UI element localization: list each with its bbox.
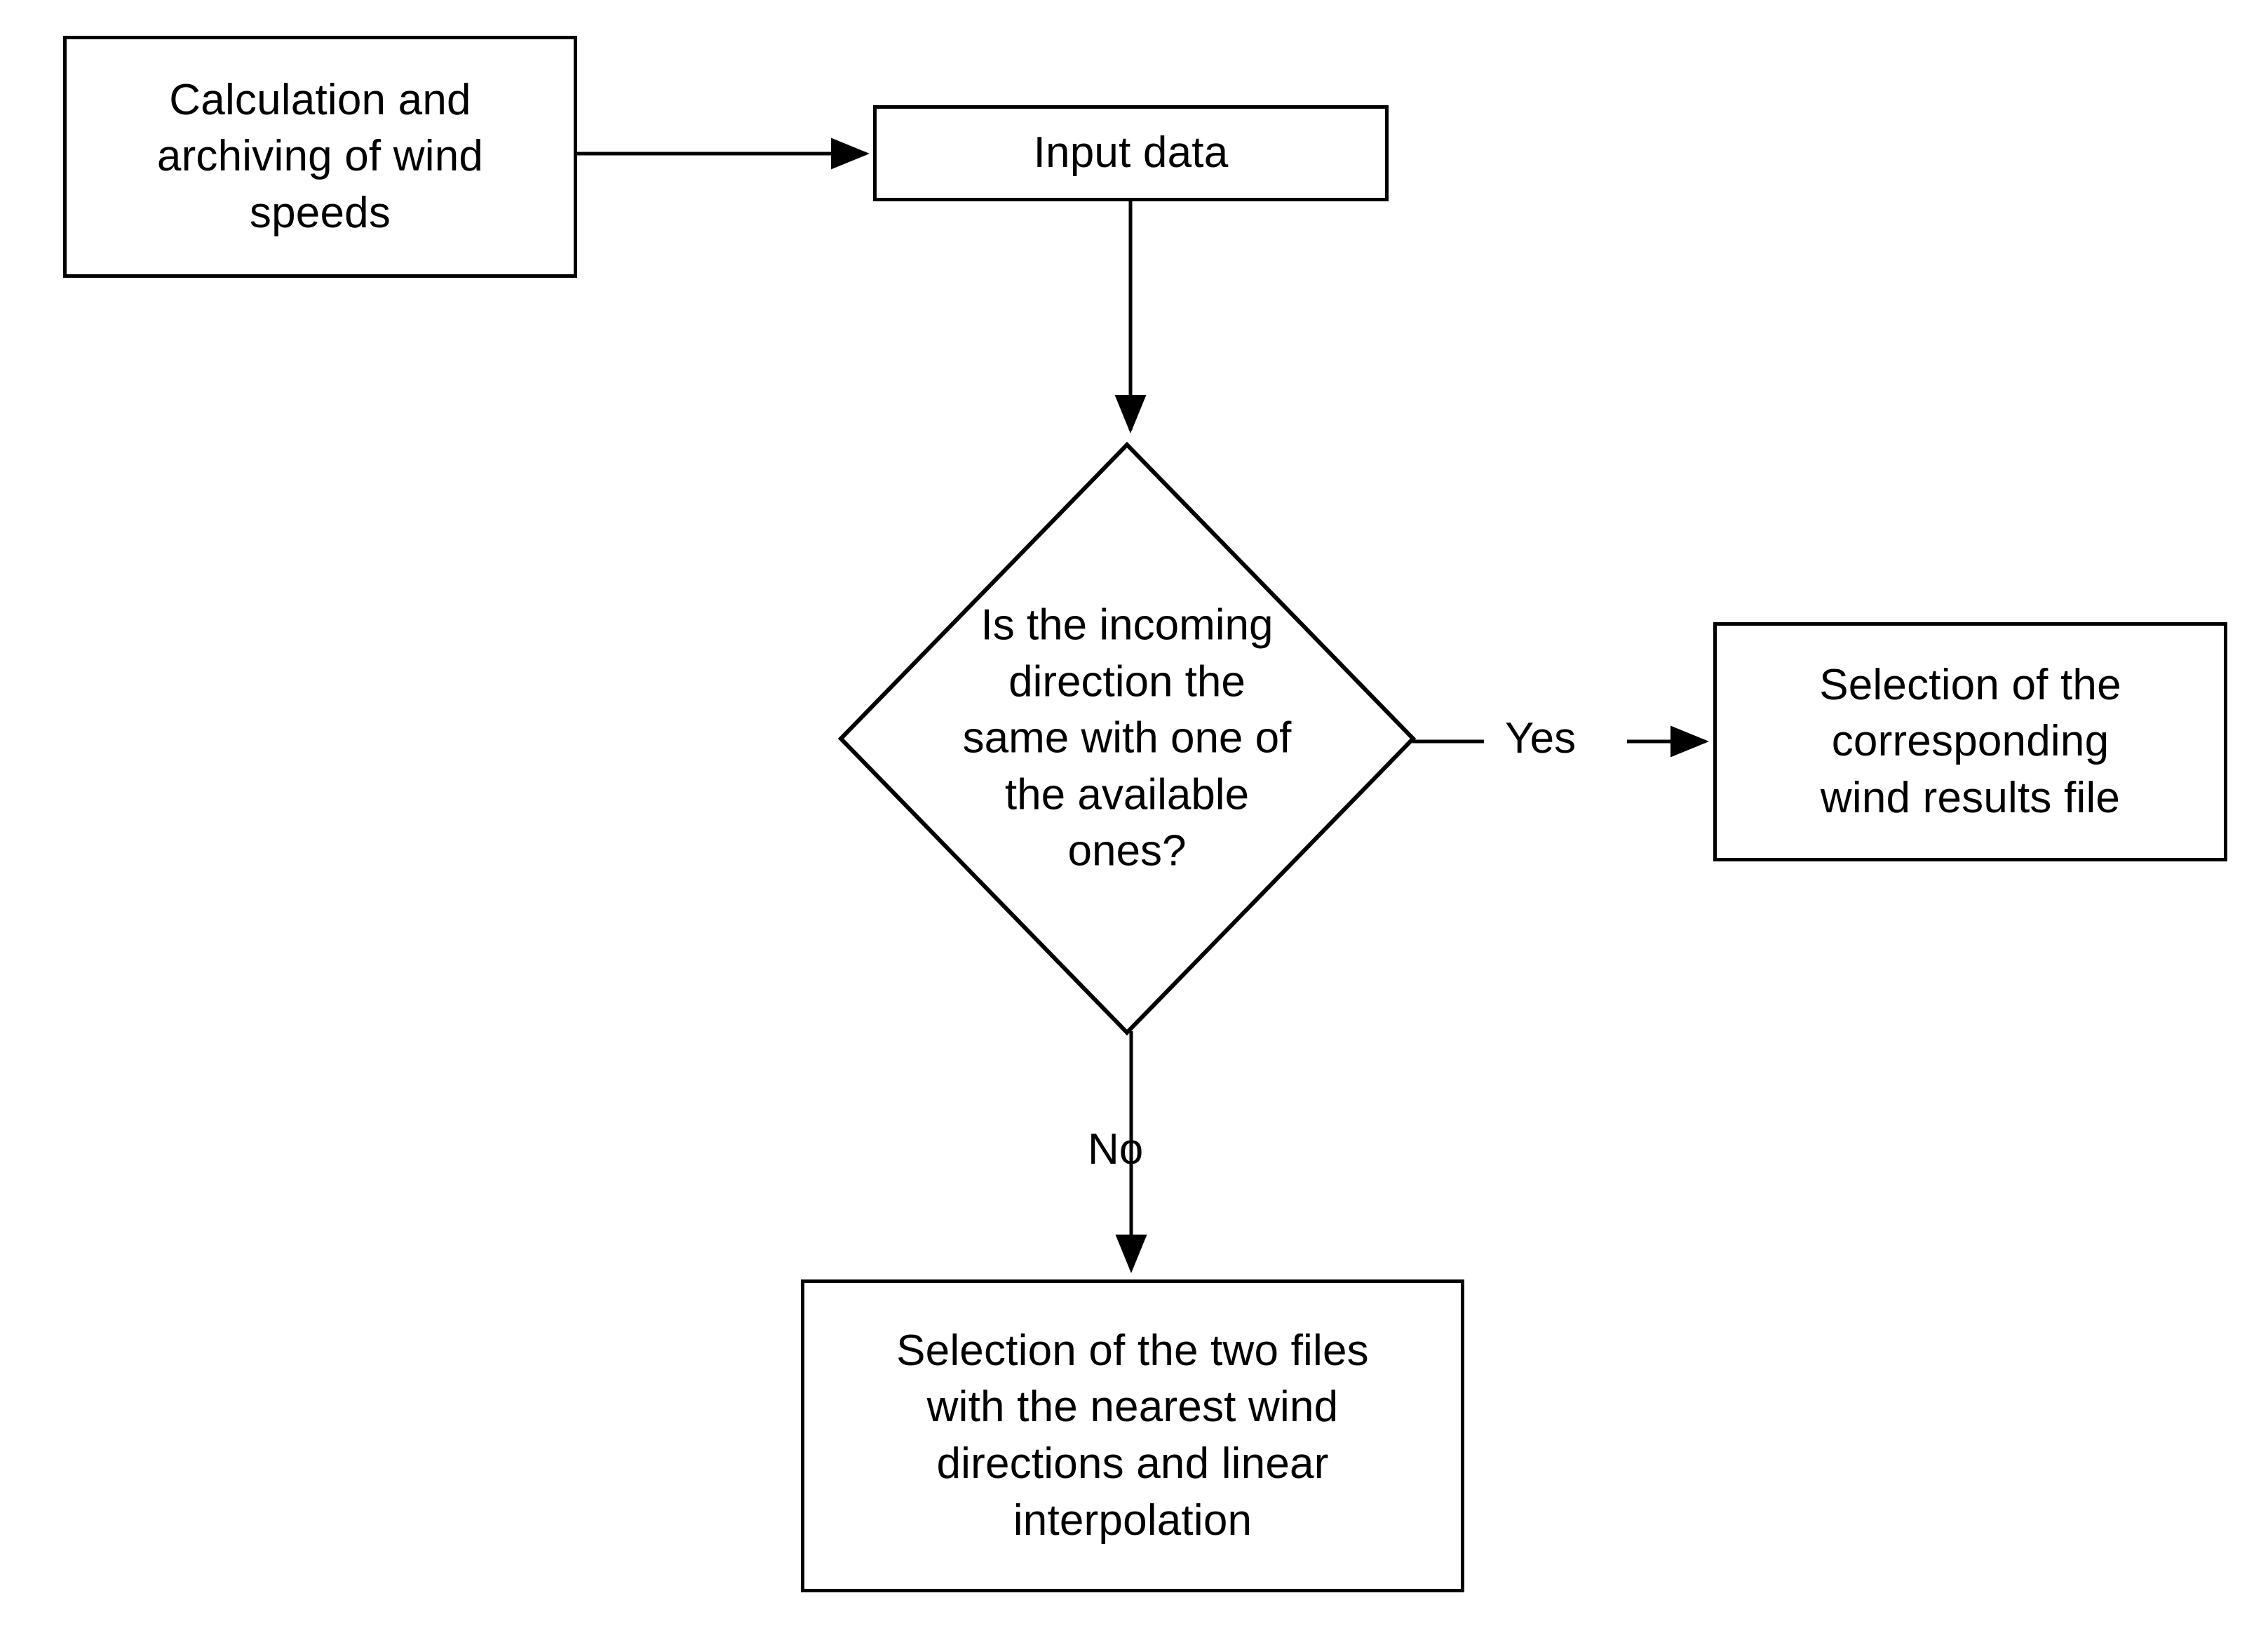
node-calculation-label: Calculation and archiving of wind speeds — [156, 75, 484, 237]
node-two-files-label: Selection of the two files with the near… — [896, 1326, 1369, 1545]
node-selection-corresponding-file[interactable]: Selection of the corresponding wind resu… — [1713, 622, 2227, 861]
node-input-data[interactable]: Input data — [873, 105, 1389, 201]
connector-input-data-to-decision — [1108, 199, 1157, 448]
connector-calculation-to-input-data — [575, 133, 884, 175]
decision-diamond-shape — [837, 441, 1417, 1036]
node-decision-label: Is the incoming direction the same with … — [962, 600, 1292, 875]
node-decision-incoming-direction[interactable]: Is the incoming direction the same with … — [837, 441, 1417, 1036]
connector-no-to-two-files — [1110, 1031, 1159, 1285]
connector-yes-to-corresponding-file — [1627, 724, 1720, 759]
edge-label-yes: Yes — [1505, 714, 1577, 762]
node-calculation-and-archiving[interactable]: Calculation and archiving of wind speeds — [63, 36, 577, 278]
edge-label-no: No — [1088, 1125, 1144, 1174]
node-input-data-label: Input data — [1033, 128, 1229, 177]
connector-decision-yes-stub — [1412, 724, 1490, 759]
node-selection-two-files[interactable]: Selection of the two files with the near… — [801, 1279, 1464, 1592]
node-corresponding-file-label: Selection of the corresponding wind resu… — [1819, 660, 2121, 822]
